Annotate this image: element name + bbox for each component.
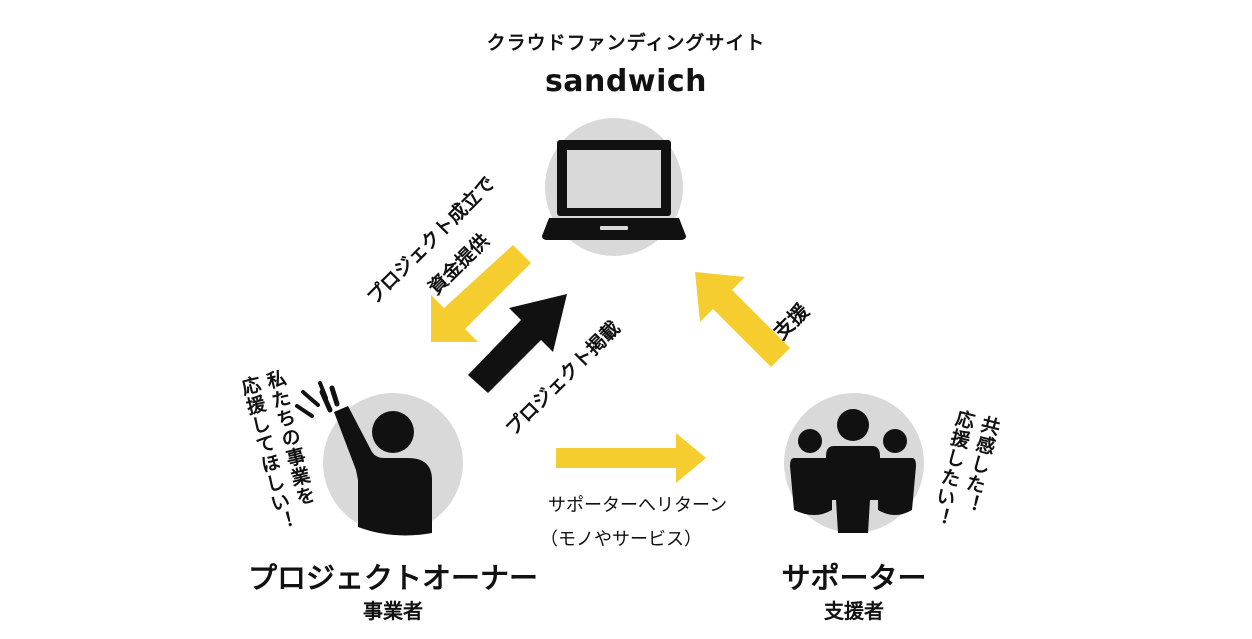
owner-subtitle: 事業者 — [363, 599, 423, 623]
people-group-icon — [790, 409, 916, 533]
supporter-title: サポーター — [781, 561, 927, 595]
owner-title: プロジェクトオーナー — [247, 561, 538, 595]
listing-arrow — [468, 294, 567, 393]
supporter-subtitle: 支援者 — [824, 599, 884, 623]
return-label-line2: （モノやサービス） — [540, 529, 702, 550]
laptop-icon — [542, 140, 686, 240]
return-label-line1: サポーターへリターン — [548, 495, 728, 516]
site-category-label: クラウドファンディングサイト — [486, 32, 766, 54]
raised-hand-person-icon — [295, 381, 432, 536]
funding-arrow — [431, 245, 531, 342]
site-name: sandwich — [544, 64, 708, 99]
support-arrow — [695, 272, 790, 367]
return-arrow — [556, 433, 706, 483]
